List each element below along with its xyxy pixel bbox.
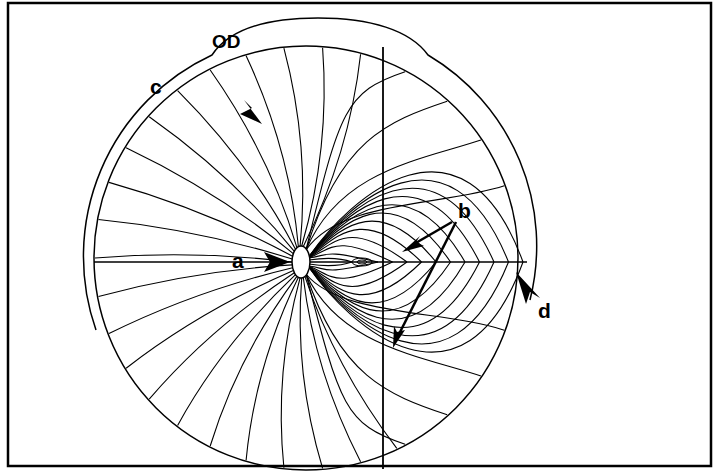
nerve-fiber bbox=[246, 277, 298, 460]
nerve-fiber bbox=[149, 117, 294, 252]
nerve-fiber bbox=[178, 275, 296, 426]
nerve-fiber bbox=[302, 48, 324, 246]
arrowhead-d bbox=[516, 272, 540, 304]
nerve-fiber bbox=[308, 262, 451, 311]
callout-letter: a bbox=[232, 250, 244, 271]
nerve-fiber bbox=[306, 72, 405, 250]
nerve-fiber bbox=[210, 70, 297, 248]
nerve-fiber bbox=[246, 56, 298, 247]
nerve-fiber bbox=[303, 278, 360, 462]
nerve-fiber bbox=[306, 274, 405, 444]
nerve-fiber bbox=[308, 262, 378, 270]
arrowhead-b bbox=[393, 326, 405, 348]
nerve-fiber bbox=[178, 91, 296, 250]
arrowhead-b bbox=[402, 236, 424, 252]
callout-letter: d bbox=[538, 300, 551, 321]
nerve-fiber bbox=[306, 274, 447, 415]
leader-b bbox=[398, 222, 456, 336]
nerve-fiber bbox=[109, 182, 293, 256]
retina-circle bbox=[94, 46, 518, 470]
nerve-fiber bbox=[306, 186, 504, 250]
callout-letter: c bbox=[150, 76, 162, 97]
nerve-fiber bbox=[99, 220, 293, 260]
nerve-fiber bbox=[126, 148, 293, 254]
arrowhead-c bbox=[240, 100, 262, 124]
nerve-fiber bbox=[149, 273, 294, 400]
eye-label: OD bbox=[212, 32, 241, 51]
nerve-fiber bbox=[308, 262, 523, 352]
nerve-fiber bbox=[306, 274, 481, 376]
frame-border bbox=[8, 3, 711, 466]
nerve-fiber bbox=[308, 172, 523, 262]
nerve-fiber bbox=[308, 205, 465, 262]
vertical-meridian bbox=[382, 47, 384, 469]
nerve-fiber bbox=[300, 278, 322, 468]
nerve-fiber bbox=[306, 101, 447, 250]
nerve-fiber bbox=[281, 278, 300, 468]
callout-letter: b bbox=[458, 200, 471, 221]
arrowhead-a bbox=[264, 252, 290, 272]
nerve-fiber bbox=[99, 265, 293, 297]
nerve-fiber bbox=[308, 254, 378, 262]
nerve-fiber bbox=[95, 255, 292, 262]
nerve-fiber bbox=[308, 213, 451, 262]
optic-disc bbox=[292, 246, 310, 278]
nerve-fiber bbox=[306, 140, 481, 250]
nerve-fiber bbox=[308, 229, 422, 262]
fovea bbox=[352, 258, 372, 266]
fovea bbox=[357, 260, 367, 264]
eye-outline bbox=[83, 18, 536, 330]
